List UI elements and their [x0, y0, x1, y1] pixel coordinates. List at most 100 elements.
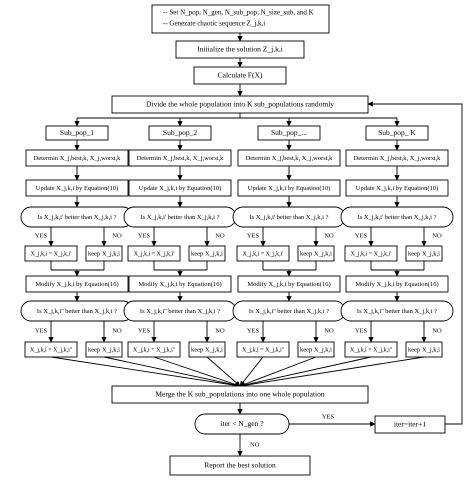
- col-2-no-label-2: NO: [215, 327, 225, 334]
- init-solution-box: Initialize the solution Z_j,k,i: [197, 45, 283, 54]
- col-4-determine-box-shape: [345, 149, 449, 167]
- col-2-determine-box: Determin X_j,best,k, X_j,worst,k: [137, 155, 225, 162]
- col-4-update-box-shape: [345, 179, 449, 197]
- connector-line: [239, 356, 264, 387]
- col-4-yes-label-1: YES: [355, 232, 368, 239]
- col-1-assign-2-box-shape: [24, 341, 78, 358]
- col-2-update-box-shape: [128, 179, 232, 197]
- col-4-assign-1-box-shape: [344, 245, 398, 262]
- col-1-assign-2-box: X_j,k,i = X_j,k,i'': [30, 347, 72, 353]
- col-2-decision-1: Is X_j,k,i' better than X_j,k,i ?: [141, 214, 220, 221]
- col-2-modify-box-shape: [128, 275, 232, 293]
- loop-back-line: [367, 101, 463, 425]
- col-3-subpop-box: Sub_pop_...: [271, 128, 307, 137]
- connector-line: [239, 356, 372, 388]
- flowchart-nodes: -- Set N_pop, N_gen, N_sub_pop, N_size_s…: [20, 4, 454, 476]
- col-4-keep-1-box: keep X_j,k,i: [408, 250, 440, 257]
- calculate-box-shape: [193, 66, 287, 85]
- col-3-update-box: Update X_j,k,i by Equation(10): [248, 185, 331, 192]
- col-4-keep-2-box-shape: [405, 341, 443, 358]
- col-2-modify-box: Modify X_j,k,i by Equation(16): [138, 281, 221, 288]
- col-2-keep-1-box-shape: [188, 245, 226, 262]
- merge-box-shape: [111, 385, 369, 404]
- connector-line: [239, 356, 317, 387]
- col-1-decision-1: Is X_j,k,i' better than X_j,k,i ?: [38, 214, 117, 221]
- col-3-modify-box-shape: [237, 275, 341, 293]
- report-box-shape: [169, 455, 311, 476]
- col-4-assign-2-box: X_j,k,i = X_j,k,i'': [350, 347, 392, 353]
- col-1-assign-1-box: X_j,k,i = X_j,k,i': [31, 251, 72, 257]
- col-1-assign-1-box-shape: [24, 245, 78, 262]
- col-1-subpop-box-shape: [45, 125, 109, 141]
- col-3-assign-1-box: X_j,k,i = X_j,k,i': [243, 251, 284, 257]
- col-4-determine-box: Determin X_j,best,k, X_j,worst,k: [354, 155, 442, 162]
- iter-increment-box: iter=iter+1: [394, 420, 426, 429]
- col-1-yes-label-1: YES: [35, 232, 48, 239]
- init-params-box-shape: [151, 4, 330, 34]
- col-4-modify-box-shape: [345, 275, 449, 293]
- col-1-update-box-shape: [25, 179, 129, 197]
- col-4-yes-label-2: YES: [355, 327, 368, 334]
- col-2-decision-2: Is X_j,k,i'' better than X_j,k,i ?: [140, 308, 220, 315]
- col-3-determine-box: Determin X_j,best,k, X_j,worst,k: [246, 155, 334, 162]
- col-2-subpop-box-shape: [148, 125, 212, 141]
- col-3-update-box-shape: [237, 179, 341, 197]
- col-1-decision-2: Is X_j,k,i'' better than X_j,k,i ?: [37, 308, 117, 315]
- merge-box: Merge the K sub_populations into one who…: [155, 390, 324, 399]
- init-solution-box-shape: [175, 40, 305, 59]
- col-4-decision-2: Is X_j,k,i'' better than X_j,k,i ?: [357, 308, 437, 315]
- col-4-subpop-box-shape: [365, 125, 429, 141]
- col-4-update-box: Update X_j,k,i by Equation(10): [356, 185, 439, 192]
- col-3-keep-1-box-shape: [297, 245, 335, 262]
- iter-decision: iter < N_gen ?: [220, 419, 264, 428]
- divide-box: Divide the whole population into K sub_p…: [146, 100, 334, 109]
- report-box: Report the best solution: [204, 461, 276, 470]
- col-1-no-label-2: NO: [112, 327, 122, 334]
- col-4-decision-1: Is X_j,k,i' better than X_j,k,i ?: [358, 214, 437, 221]
- divide-box-shape: [111, 95, 369, 114]
- col-4-assign-2-box-shape: [344, 341, 398, 358]
- col-3-keep-2-box-shape: [297, 341, 335, 358]
- col-2-keep-1-box: keep X_j,k,i: [191, 250, 223, 257]
- col-2-update-box: Update X_j,k,i by Equation(10): [139, 185, 222, 192]
- col-4-no-label-2: NO: [432, 327, 442, 334]
- flowchart-edges: [48, 33, 463, 457]
- col-4-decision-2-shape: [340, 300, 454, 322]
- col-1-determine-box-shape: [25, 149, 129, 167]
- col-4-keep-1-box-shape: [405, 245, 443, 262]
- col-1-keep-2-box: keep X_j,k,i: [88, 346, 120, 353]
- col-2-assign-2-box: X_j,k,i = X_j,k,i'': [133, 347, 175, 353]
- col-1-keep-1-box-shape: [85, 245, 123, 262]
- col-4-subpop-box: Sub_pop_ K: [378, 128, 416, 137]
- col-2-subpop-box: Sub_pop_2: [163, 128, 197, 137]
- col-4-decision-1-shape: [340, 206, 454, 228]
- col-1-subpop-box: Sub_pop_1: [60, 128, 94, 137]
- col-1-keep-1-box: keep X_j,k,i: [88, 250, 120, 257]
- col-1-determine-box: Determin X_j,best,k, X_j,worst,k: [34, 155, 122, 162]
- init-params-text-1: -- Set N_pop, N_gen, N_sub_pop, N_size_s…: [163, 9, 314, 17]
- iter-yes-label: YES: [322, 413, 335, 420]
- col-2-assign-1-box-shape: [127, 245, 181, 262]
- col-1-modify-box: Modify X_j,k,i by Equation(16): [35, 281, 118, 288]
- col-3-yes-label-2: YES: [247, 327, 260, 334]
- col-3-no-label-2: NO: [324, 327, 334, 334]
- connector-line: [103, 356, 241, 388]
- col-3-keep-1-box: keep X_j,k,i: [300, 250, 332, 257]
- col-1-yes-label-2: YES: [35, 327, 48, 334]
- col-3-decision-2: Is X_j,k,i'' better than X_j,k,i ?: [249, 308, 329, 315]
- col-4-assign-1-box: X_j,k,i = X_j,k,i': [351, 251, 392, 257]
- col-3-assign-2-box-shape: [236, 341, 290, 358]
- col-2-yes-label-1: YES: [138, 232, 151, 239]
- col-2-no-label-1: NO: [215, 232, 225, 239]
- col-1-keep-2-box-shape: [85, 341, 123, 358]
- connector-line: [50, 356, 241, 388]
- col-3-assign-2-box: X_j,k,i = X_j,k,i'': [242, 347, 284, 353]
- col-3-yes-label-1: YES: [247, 232, 260, 239]
- col-2-assign-1-box: X_j,k,i = X_j,k,i': [134, 251, 175, 257]
- calculate-box: Calculate F(X): [218, 71, 263, 80]
- col-2-assign-2-box-shape: [127, 341, 181, 358]
- col-4-keep-2-box: keep X_j,k,i: [408, 346, 440, 353]
- connector-line: [206, 356, 241, 387]
